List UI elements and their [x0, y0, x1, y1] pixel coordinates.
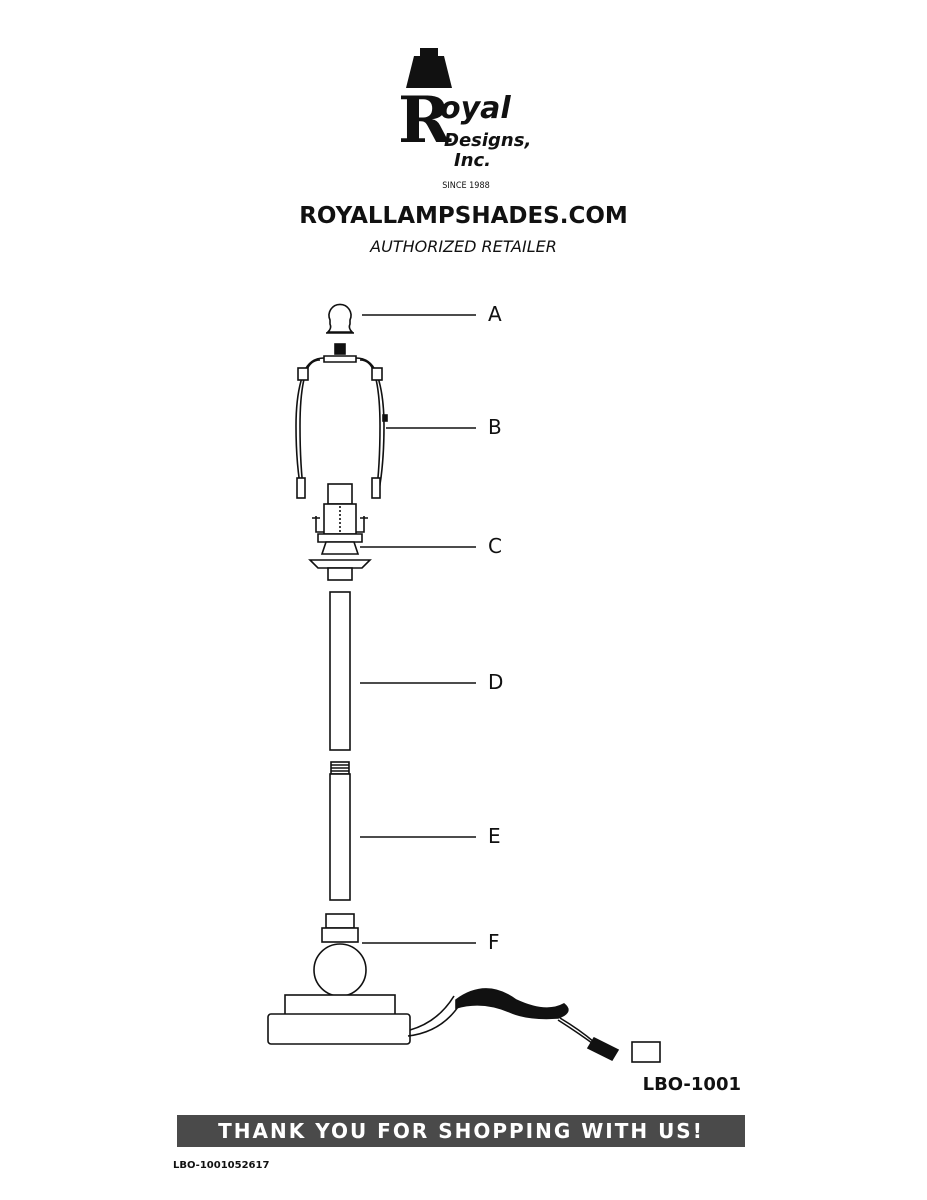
part-label-b: B	[488, 415, 502, 439]
base-icon	[267, 913, 661, 1063]
part-label-f: F	[488, 930, 500, 954]
authorized-retailer-subtitle: AUTHORIZED RETAILER	[370, 237, 557, 256]
part-label-c: C	[488, 534, 502, 558]
part-label-e: E	[488, 824, 501, 848]
lower-rod-icon	[329, 761, 351, 901]
part-label-d: D	[488, 670, 503, 694]
logo-inc-text: Inc.	[454, 150, 491, 171]
lamp-parts-diagram: A B C D E	[267, 302, 661, 1063]
logo-initial: R	[398, 83, 452, 158]
logo-since-text: SINCE 1988	[442, 181, 490, 191]
part-label-a: A	[488, 302, 502, 326]
royal-designs-logo: R oyal Designs, Inc. SINCE 1988	[398, 48, 531, 191]
sku-code: LBO-1001052617	[173, 1160, 270, 1171]
socket-saddle-icon	[308, 483, 372, 581]
logo-designs-text: Designs,	[444, 130, 531, 151]
upper-rod-icon	[329, 591, 351, 751]
logo-royal-text: oyal	[440, 91, 511, 126]
model-number: LBO-1001	[642, 1074, 741, 1095]
thank-you-banner: THANK YOU FOR SHOPPING WITH US!	[177, 1115, 745, 1147]
harp-icon	[295, 343, 388, 499]
finial-icon	[326, 303, 354, 334]
website-heading: ROYALLAMPSHADES.COM	[299, 203, 628, 229]
